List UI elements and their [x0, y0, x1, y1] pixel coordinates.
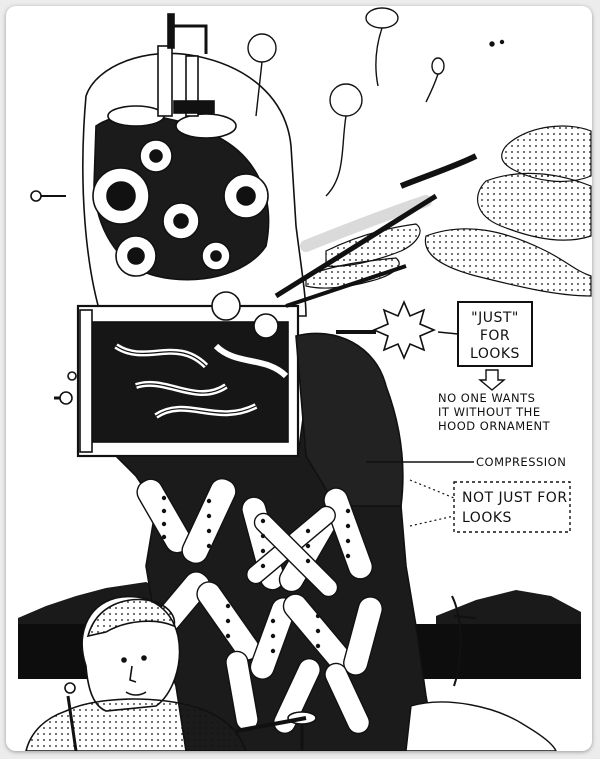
head-gears [92, 105, 279, 339]
label-not-just-line2: LOOKS [462, 510, 512, 526]
just-for-looks-box [457, 301, 533, 367]
person-figure [25, 595, 247, 751]
pointer-line-not-just-2 [409, 515, 455, 527]
ribbed-bar-holes [161, 495, 351, 654]
box-tubes-outline [115, 345, 257, 417]
side-wheel [451, 595, 477, 687]
exhaust-pipes [274, 153, 478, 308]
note-line2: IT WITHOUT THE [438, 405, 541, 419]
top-pipes [157, 13, 215, 117]
machine-drawing: "JUST" FOR LOOKS NO ONE WANTS IT WITHOUT… [18, 7, 592, 751]
label-just-line3: LOOKS [470, 346, 520, 362]
pointer-line-not-just [409, 479, 455, 499]
foreground-lever [235, 711, 317, 751]
side-knobs [30, 190, 77, 405]
smoke-clouds [305, 125, 592, 297]
pointer-line-star [437, 331, 459, 335]
label-compression: COMPRESSION [476, 455, 566, 469]
note-line3: HOOD ORNAMENT [438, 419, 551, 433]
annotations: "JUST" FOR LOOKS NO ONE WANTS IT WITHOUT… [366, 301, 571, 533]
hood-ornament-star [336, 299, 437, 361]
balloons [247, 7, 505, 197]
label-just-line1: "JUST" [471, 310, 519, 326]
right-mass [405, 701, 557, 751]
down-arrow-icon [478, 369, 506, 391]
label-not-just-line1: NOT JUST FOR [462, 490, 568, 506]
note-line1: NO ONE WANTS [438, 391, 535, 405]
illustration-frame: "JUST" FOR LOOKS NO ONE WANTS IT WITHOUT… [6, 6, 592, 751]
ribbed-bars [136, 477, 383, 735]
label-just-line2: FOR [480, 328, 510, 344]
not-just-for-looks-box [453, 481, 571, 533]
